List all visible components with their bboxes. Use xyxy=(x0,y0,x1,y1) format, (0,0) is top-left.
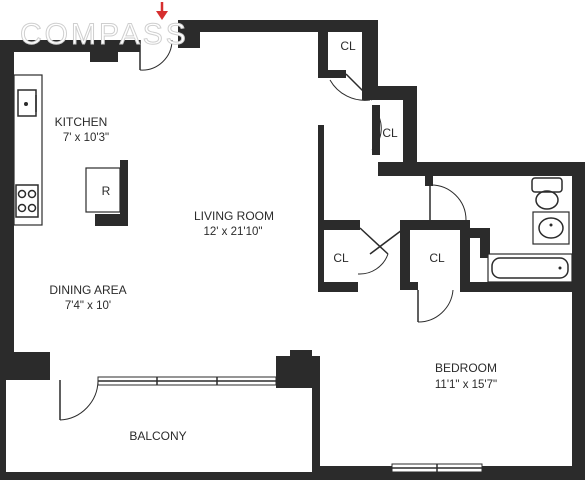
walls xyxy=(0,20,585,480)
closet-label: CL xyxy=(340,39,356,53)
dining-area-label: DINING AREA xyxy=(49,283,126,297)
closet-label: CL xyxy=(382,126,398,140)
closet-label: CL xyxy=(333,251,349,265)
bedroom-dims: 11'1" x 15'7" xyxy=(435,379,497,391)
doors xyxy=(59,39,467,421)
entry-arrow-icon xyxy=(156,2,168,20)
closet-label: CL xyxy=(429,251,445,265)
kitchen-label: KITCHEN xyxy=(55,115,108,129)
windows xyxy=(97,376,483,473)
living-room-label: LIVING ROOM xyxy=(194,209,274,223)
kitchen-dims: 7' x 10'3" xyxy=(63,132,109,144)
kitchen-fixtures xyxy=(13,74,121,226)
compass-logo: COMPASS xyxy=(20,18,189,51)
living-room-dims: 12' x 21'10" xyxy=(204,226,263,238)
refrigerator xyxy=(85,167,121,213)
balcony-label: BALCONY xyxy=(129,429,186,443)
bedroom-label: BEDROOM xyxy=(435,361,497,375)
dining-area-dims: 7'4" x 10' xyxy=(65,300,111,312)
bathroom-fixtures xyxy=(487,177,573,283)
refrigerator-label: R xyxy=(102,184,111,198)
